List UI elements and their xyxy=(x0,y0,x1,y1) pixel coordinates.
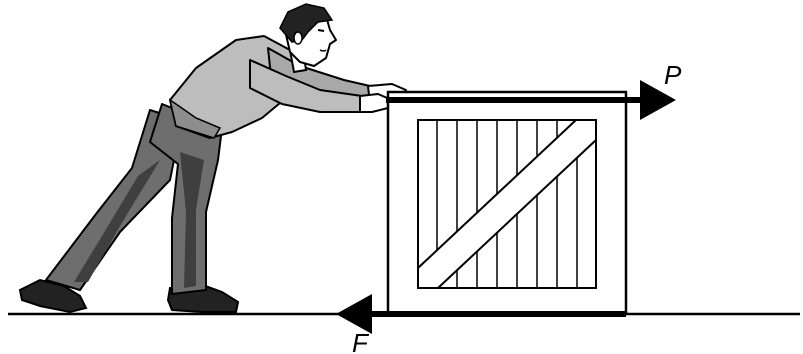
push-force-label: P xyxy=(664,60,682,90)
eye xyxy=(318,30,324,31)
trouser-shadow-back xyxy=(74,160,160,282)
man-figure xyxy=(20,4,406,312)
friction-force-label: F xyxy=(352,328,370,354)
ear xyxy=(294,32,302,44)
crate xyxy=(388,92,626,314)
